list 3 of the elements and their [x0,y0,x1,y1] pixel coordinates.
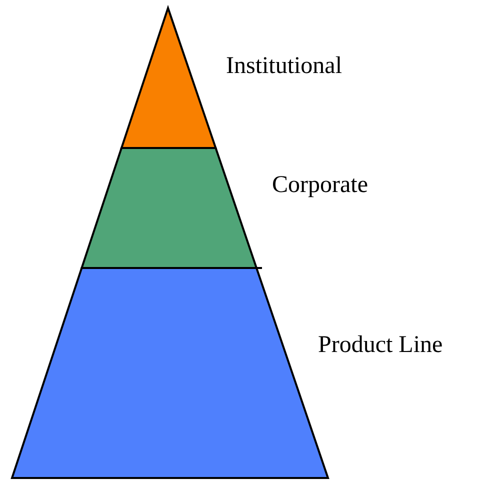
band-label: Product Line [318,331,443,359]
band-label: Corporate [272,171,368,199]
band-label: Institutional [226,52,342,80]
